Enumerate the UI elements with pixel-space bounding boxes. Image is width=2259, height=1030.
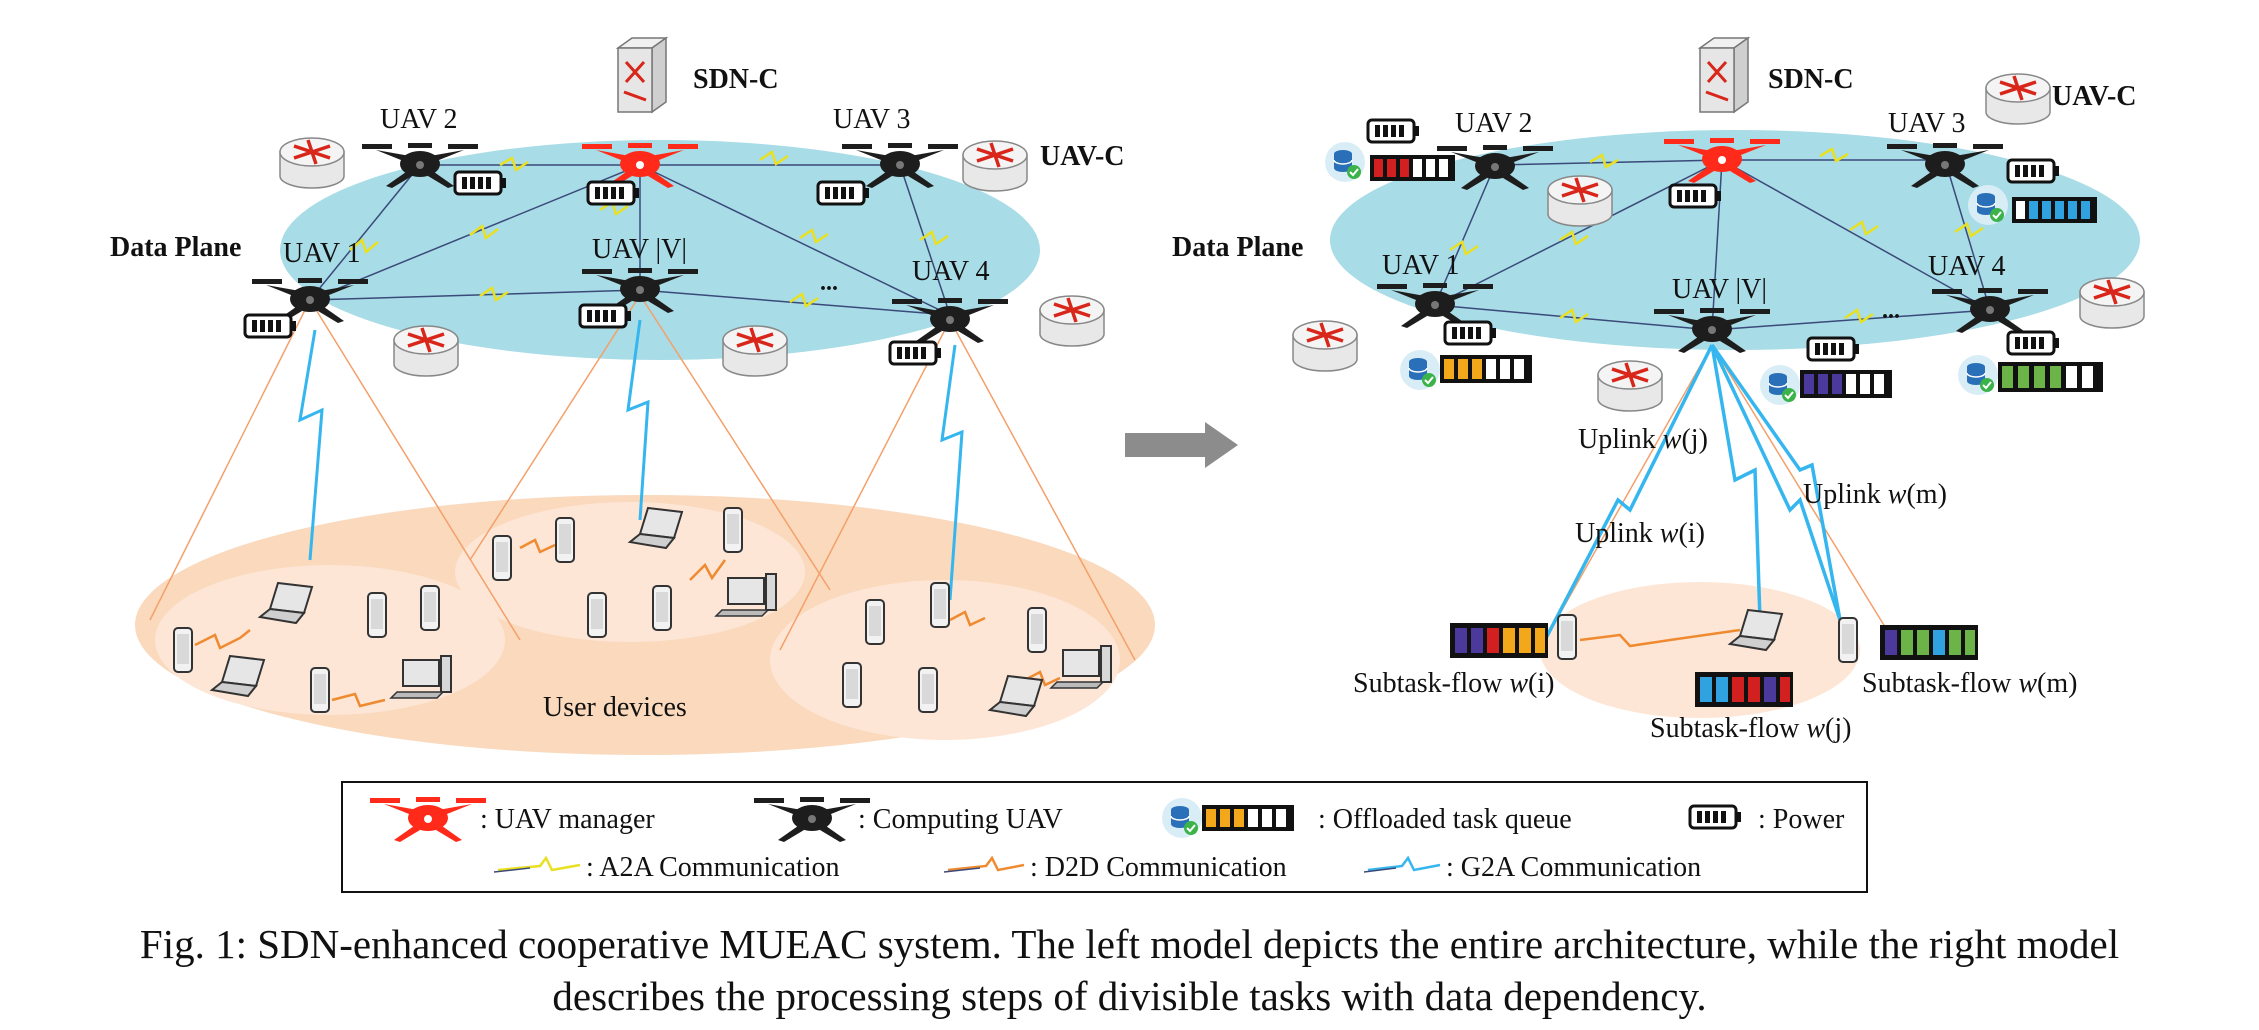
uplink-i-label: Uplink w(i): [1575, 518, 1705, 549]
uplink-j-label: Uplink w(j): [1578, 424, 1708, 455]
g2a-legend-icon: [1367, 855, 1441, 872]
right-model: SDN-C UAV-C Data Plane UAV 2 UAV 3 UAV 1…: [1172, 36, 2146, 744]
legend-d2d: : D2D Communication: [1030, 852, 1287, 883]
figure-caption: Fig. 1: SDN-enhanced cooperative MUEAC s…: [0, 918, 2259, 1022]
subtask-flow-m: [1880, 625, 1978, 660]
uplink-m-label: Uplink w(m): [1803, 479, 1947, 510]
task-queue-uav3: [1967, 184, 2097, 226]
uav-v-label: UAV |V|: [592, 234, 687, 265]
phone-icon: [1027, 607, 1047, 653]
router-icon: [1038, 294, 1106, 348]
phone-icon: [1557, 614, 1577, 660]
phone-icon: [492, 535, 512, 581]
phone-icon: [420, 585, 440, 631]
sdn-controller-icon: [616, 36, 668, 114]
subtask-flow-j: [1695, 672, 1793, 707]
battery-icon: [2006, 330, 2061, 356]
left-model: SDN-C UAV-C Data Plane UAV 2 UAV 3 UAV 1…: [110, 36, 1155, 755]
router-icon: [1291, 319, 1359, 373]
phone-icon: [555, 517, 575, 563]
data-plane-label-right: Data Plane: [1172, 232, 1303, 263]
phone-icon: [367, 592, 387, 638]
battery-icon: [586, 180, 641, 206]
battery-icon: [816, 180, 871, 206]
caption-line-2: describes the processing steps of divisi…: [552, 973, 1707, 1019]
phone-icon: [723, 507, 743, 553]
battery-icon: [1366, 118, 1421, 144]
legend-g2a: : G2A Communication: [1446, 852, 1701, 883]
phone-icon: [587, 592, 607, 638]
uav4-label: UAV 4: [912, 256, 990, 287]
battery-icon: [888, 340, 943, 366]
battery-icon: [1668, 183, 1723, 209]
battery-icon: [578, 303, 633, 329]
router-icon: [392, 324, 460, 378]
uav3-label: UAV 3: [833, 104, 911, 135]
router-icon: [721, 324, 789, 378]
router-icon: [961, 139, 1029, 193]
router-icon: [1546, 174, 1614, 228]
legend-computing-uav: : Computing UAV: [858, 804, 1063, 835]
task-queue-uav2: [1324, 141, 1455, 183]
uav3-label-right: UAV 3: [1888, 108, 1966, 139]
uav-c-label: UAV-C: [1040, 141, 1125, 172]
caption-line-1: Fig. 1: SDN-enhanced cooperative MUEAC s…: [139, 921, 2120, 967]
task-queue-legend-icon: [1202, 805, 1294, 831]
task-queue-uav4: [1957, 354, 2103, 396]
router-icon: [2078, 276, 2146, 330]
a2a-legend-icon: [497, 855, 581, 872]
battery-icon: [453, 170, 508, 196]
battery-icon: [1443, 320, 1498, 346]
phone-icon: [918, 667, 938, 713]
power-legend-icon: [1688, 804, 1743, 830]
router-icon: [1984, 72, 2052, 126]
phone-icon: [1838, 617, 1858, 663]
legend: : UAV manager : Computing UAV : Offloade…: [341, 781, 1868, 893]
uav1-label-right: UAV 1: [1382, 250, 1460, 281]
legend-a2a: : A2A Communication: [586, 852, 840, 883]
sdn-c-label: SDN-C: [693, 64, 779, 95]
task-queue-uav-v: [1759, 364, 1892, 406]
uav2-label: UAV 2: [380, 104, 458, 135]
subtask-m-label: Subtask-flow w(m): [1862, 668, 2077, 699]
subtask-j-label: Subtask-flow w(j): [1650, 713, 1851, 744]
user-devices-label: User devices: [543, 692, 687, 723]
transition-arrow: [1125, 422, 1238, 468]
ellipsis-label: ...: [820, 270, 838, 296]
uav2-label-right: UAV 2: [1455, 108, 1533, 139]
phone-icon: [310, 667, 330, 713]
database-legend-icon: [1161, 797, 1203, 839]
sdn-c-label-right: SDN-C: [1768, 64, 1854, 95]
phone-icon: [930, 582, 950, 628]
d2d-legend-icon: [947, 855, 1025, 872]
battery-icon: [1806, 336, 1861, 362]
phone-icon: [842, 662, 862, 708]
sdn-controller-icon: [1698, 36, 1750, 114]
legend-power: : Power: [1758, 804, 1845, 835]
uav4-label-right: UAV 4: [1928, 251, 2006, 282]
battery-icon: [243, 313, 298, 339]
uav-c-label-right: UAV-C: [2052, 81, 2137, 112]
subtask-i-label: Subtask-flow w(i): [1353, 668, 1554, 699]
phone-icon: [652, 585, 672, 631]
battery-icon: [2006, 158, 2061, 184]
router-icon: [1596, 359, 1664, 413]
router-icon: [278, 136, 346, 190]
subtask-flow-i: [1450, 623, 1548, 658]
phone-icon: [173, 627, 193, 673]
legend-task-queue: : Offloaded task queue: [1318, 804, 1572, 835]
uav1-label: UAV 1: [283, 238, 361, 269]
phone-icon: [865, 599, 885, 645]
ellipsis-label-right: ...: [1882, 298, 1900, 324]
legend-uav-manager: : UAV manager: [480, 804, 655, 835]
task-queue-uav1: [1399, 349, 1532, 391]
uav-v-label-right: UAV |V|: [1672, 274, 1767, 305]
data-plane-label: Data Plane: [110, 232, 241, 263]
